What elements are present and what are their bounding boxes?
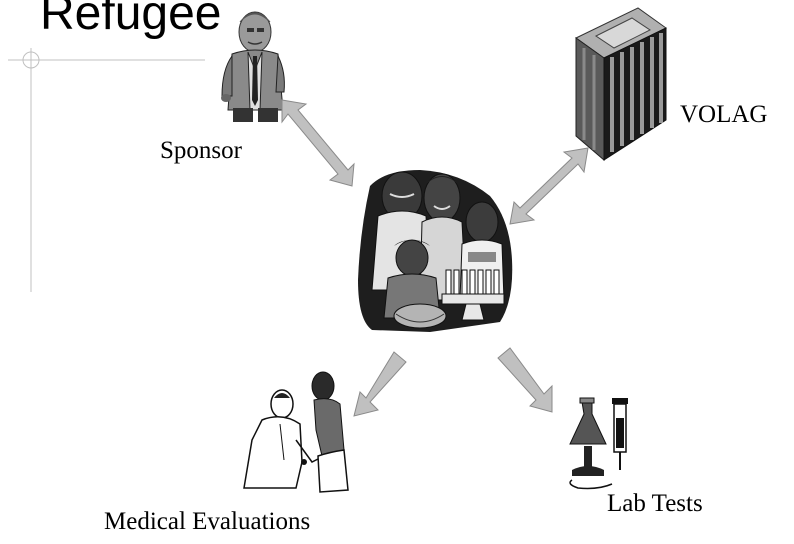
arrow-family-lab (497, 347, 553, 413)
template-guide-lines (8, 48, 205, 292)
sponsor-label: Sponsor (160, 137, 242, 164)
arrow-sponsor-family (281, 99, 355, 187)
lab-tests-label: Lab Tests (607, 490, 703, 517)
volag-building-icon (575, 7, 667, 162)
arrow-family-medical (353, 351, 407, 417)
lab-tests-icon (569, 397, 628, 490)
medical-evaluation-icon (243, 371, 349, 493)
arrow-volag-family (509, 147, 589, 225)
sponsor-figure-icon (221, 11, 285, 122)
slide-title: Refugee (40, 0, 222, 40)
medical-evaluations-label: Medical Evaluations (104, 508, 311, 535)
volag-label: VOLAG (680, 101, 768, 128)
refugee-family-icon (358, 170, 513, 332)
